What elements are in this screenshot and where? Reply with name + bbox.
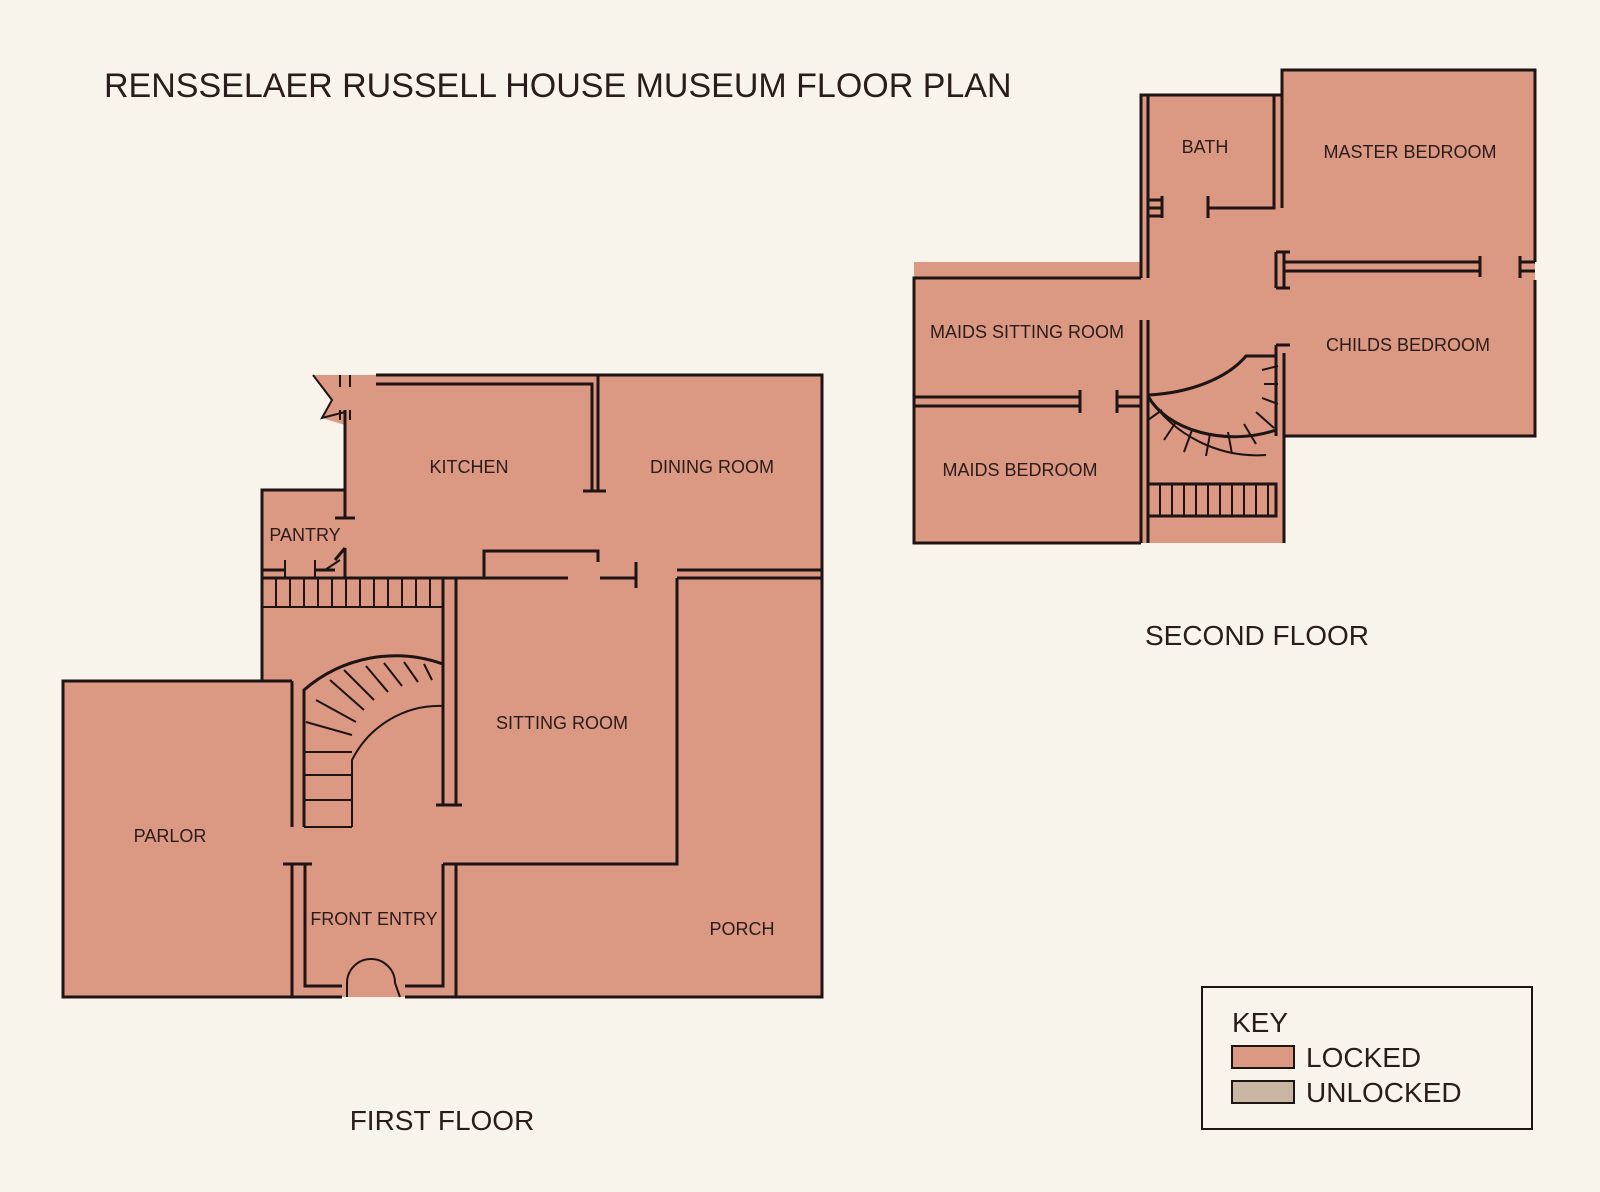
legend-title: KEY (1232, 1007, 1288, 1038)
second-floor-outer-wall (1139, 68, 1537, 438)
second-floor-fill (914, 70, 1535, 543)
back-door (312, 374, 346, 420)
room-label-maids-sitting-room: MAIDS SITTING ROOM (930, 322, 1124, 342)
legend-label-locked: LOCKED (1306, 1042, 1421, 1073)
room-label-front-entry: FRONT ENTRY (310, 909, 437, 929)
first-floor-label: FIRST FLOOR (350, 1105, 535, 1136)
room-label-kitchen: KITCHEN (429, 457, 508, 477)
first-floor-curved-stairs (290, 654, 444, 828)
room-label-parlor: PARLOR (134, 826, 207, 846)
pantry-stairs (262, 576, 568, 608)
room-label-bath: BATH (1182, 137, 1229, 157)
room-label-porch: PORCH (709, 919, 774, 939)
second-floor-plan (912, 68, 1537, 545)
page-title: RENSSELAER RUSSELL HOUSE MUSEUM FLOOR PL… (104, 67, 1012, 105)
legend-swatch-locked (1231, 1045, 1295, 1069)
legend-label-unlocked: UNLOCKED (1306, 1077, 1462, 1108)
second-floor-label: SECOND FLOOR (1145, 620, 1369, 651)
room-label-dining-room: DINING ROOM (650, 457, 774, 477)
room-label-maids-bedroom: MAIDS BEDROOM (942, 460, 1097, 480)
legend-box (1201, 986, 1533, 1130)
room-label-pantry: PANTRY (269, 525, 340, 545)
first-floor-plan (61, 373, 824, 999)
legend: KEY LOCKED UNLOCKED (1201, 986, 1533, 1130)
legend-swatch-unlocked (1231, 1080, 1295, 1104)
second-floor-stairs (1146, 354, 1279, 518)
room-label-master-bedroom: MASTER BEDROOM (1323, 142, 1496, 162)
front-door (346, 958, 401, 998)
room-label-childs-bedroom: CHILDS BEDROOM (1326, 335, 1490, 355)
room-label-sitting-room: SITTING ROOM (496, 713, 628, 733)
